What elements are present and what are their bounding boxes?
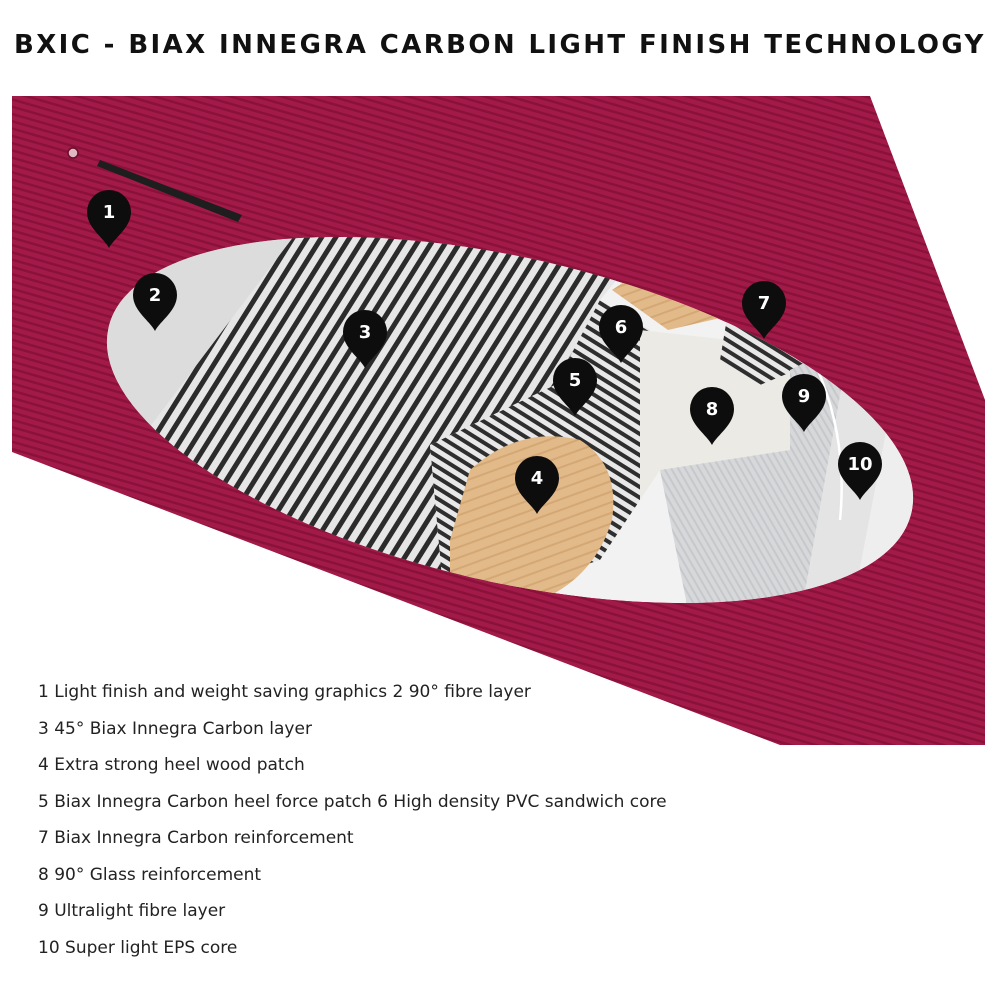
svg-text:5: 5 bbox=[569, 370, 582, 391]
marker-3: 3 bbox=[343, 310, 387, 368]
layer-4-wood-patch bbox=[450, 436, 614, 598]
svg-text:1: 1 bbox=[103, 202, 116, 223]
svg-text:3: 3 bbox=[359, 322, 372, 343]
legend-item: 7 Biax Innegra Carbon reinforcement bbox=[38, 828, 354, 848]
marker-1: 1 bbox=[87, 190, 131, 248]
footstrap-insert-bar bbox=[97, 160, 242, 222]
marker-7: 7 bbox=[742, 281, 786, 339]
vent-plug bbox=[67, 147, 79, 159]
page-title: BXIC - BIAX INNEGRA CARBON LIGHT FINISH … bbox=[14, 30, 986, 60]
legend-item: 4 Extra strong heel wood patch bbox=[38, 755, 305, 775]
svg-text:4: 4 bbox=[531, 468, 544, 489]
legend-item: 10 Super light EPS core bbox=[38, 937, 238, 958]
legend-item: 1 Light finish and weight saving graphic… bbox=[38, 682, 531, 702]
marker-2: 2 bbox=[133, 273, 177, 331]
marker-6: 6 bbox=[599, 305, 643, 363]
svg-text:10: 10 bbox=[847, 454, 872, 475]
svg-text:7: 7 bbox=[758, 293, 771, 314]
legend-item: 3 45° Biax Innegra Carbon layer bbox=[38, 718, 312, 739]
svg-text:9: 9 bbox=[798, 386, 811, 407]
svg-text:2: 2 bbox=[149, 285, 162, 306]
legend-item: 5 Biax Innegra Carbon heel force patch 6… bbox=[38, 791, 667, 812]
legend-item: 8 90° Glass reinforcement bbox=[38, 864, 262, 885]
marker-10: 10 bbox=[838, 442, 882, 500]
svg-text:6: 6 bbox=[615, 317, 628, 338]
marker-5: 5 bbox=[553, 358, 597, 416]
svg-text:8: 8 bbox=[706, 399, 719, 420]
legend-item: 9 Ultralight fibre layer bbox=[38, 901, 226, 921]
marker-8: 8 bbox=[690, 387, 734, 445]
layer-legend: 1 Light finish and weight saving graphic… bbox=[38, 678, 667, 970]
marker-9: 9 bbox=[782, 374, 826, 432]
marker-4: 4 bbox=[515, 456, 559, 514]
